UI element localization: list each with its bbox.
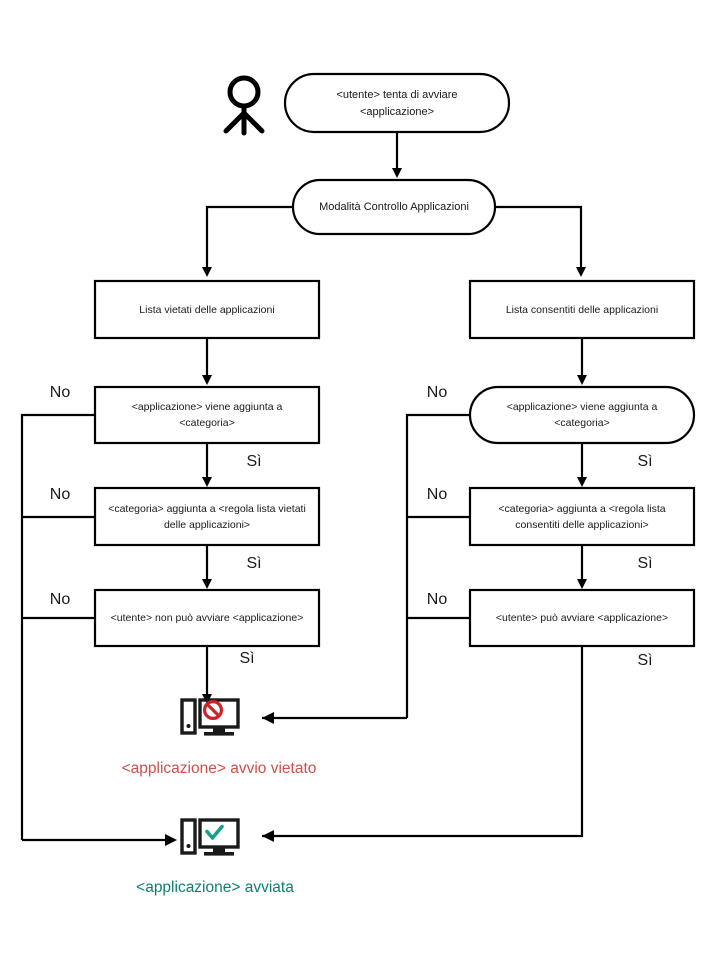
node-allow-rule-line-1: <categoria> aggiunta a <regola lista <box>498 503 665 515</box>
node-deny-rule-line-1: <categoria> aggiunta a <regola lista vie… <box>108 503 306 515</box>
node-start-line-1: <utente> tenta di avviare <box>336 89 457 101</box>
edge-label-left-no-2: No <box>50 486 71 503</box>
node-deny-rule-line-2: delle applicazioni> <box>164 519 250 531</box>
node-allowlist: Lista consentiti delle applicazioni <box>468 279 696 340</box>
edge-label-right-yes-3: Sì <box>637 652 652 669</box>
node-allowlist-label: Lista consentiti delle applicazioni <box>506 304 658 316</box>
edge-allow-category-no <box>405 413 470 718</box>
edge-mode-to-denylist <box>202 205 293 277</box>
edge-allow-user-yes <box>262 646 584 842</box>
edge-label-right-no-1: No <box>427 384 448 401</box>
edge-label-left-yes-3: Sì <box>239 650 254 667</box>
edge-label-right-yes-1: Sì <box>637 453 652 470</box>
edge-right-no-to-blocked <box>262 712 407 724</box>
node-deny-category-line-1: <applicazione> viene aggiunta a <box>132 401 283 413</box>
computer-blocked-icon <box>180 698 240 736</box>
node-allow-user-label: <utente> può avviare <applicazione> <box>496 612 668 624</box>
edge-label-left-no-3: No <box>50 591 71 608</box>
node-mode-label: Modalità Controllo Applicazioni <box>319 201 469 213</box>
edge-label-right-no-2: No <box>427 486 448 503</box>
edge-label-right-yes-2: Sì <box>637 555 652 572</box>
node-deny-user-label: <utente> non può avviare <applicazione> <box>111 612 304 624</box>
node-allow-user: <utente> può avviare <applicazione> <box>468 588 696 648</box>
edge-left-no-to-allowed <box>22 834 177 846</box>
node-deny-user: <utente> non può avviare <applicazione> <box>93 588 321 648</box>
node-allow-category: <applicazione> viene aggiunta a <categor… <box>468 385 696 445</box>
edge-label-left-yes-1: Sì <box>246 453 261 470</box>
node-deny-category: <applicazione> viene aggiunta a <categor… <box>93 385 321 445</box>
outcome-allowed-label: <applicazione> avviata <box>136 879 294 896</box>
node-allow-rule-line-2: consentiti delle applicazioni> <box>515 519 648 531</box>
edge-label-right-no-3: No <box>427 591 448 608</box>
edge-label-left-yes-2: Sì <box>246 555 261 572</box>
node-deny-category-line-2: <categoria> <box>179 417 234 429</box>
node-start: <utente> tenta di avviare <applicazione> <box>283 72 511 134</box>
edge-label-left-no-1: No <box>50 384 71 401</box>
node-denylist: Lista vietati delle applicazioni <box>93 279 321 340</box>
node-allow-category-line-1: <applicazione> viene aggiunta a <box>507 401 658 413</box>
edge-deny-category-no <box>20 413 95 840</box>
person-icon <box>223 75 265 136</box>
computer-allowed-icon <box>180 818 240 856</box>
node-denylist-label: Lista vietati delle applicazioni <box>139 304 274 316</box>
outcome-blocked-label: <applicazione> avvio vietato <box>122 760 317 777</box>
node-deny-rule: <categoria> aggiunta a <regola lista vie… <box>93 486 321 547</box>
node-allow-rule: <categoria> aggiunta a <regola lista con… <box>468 486 696 547</box>
node-allow-category-line-2: <categoria> <box>554 417 609 429</box>
edge-mode-to-allowlist <box>495 205 586 277</box>
node-start-line-2: <applicazione> <box>360 106 434 118</box>
node-mode: Modalità Controllo Applicazioni <box>291 178 497 236</box>
